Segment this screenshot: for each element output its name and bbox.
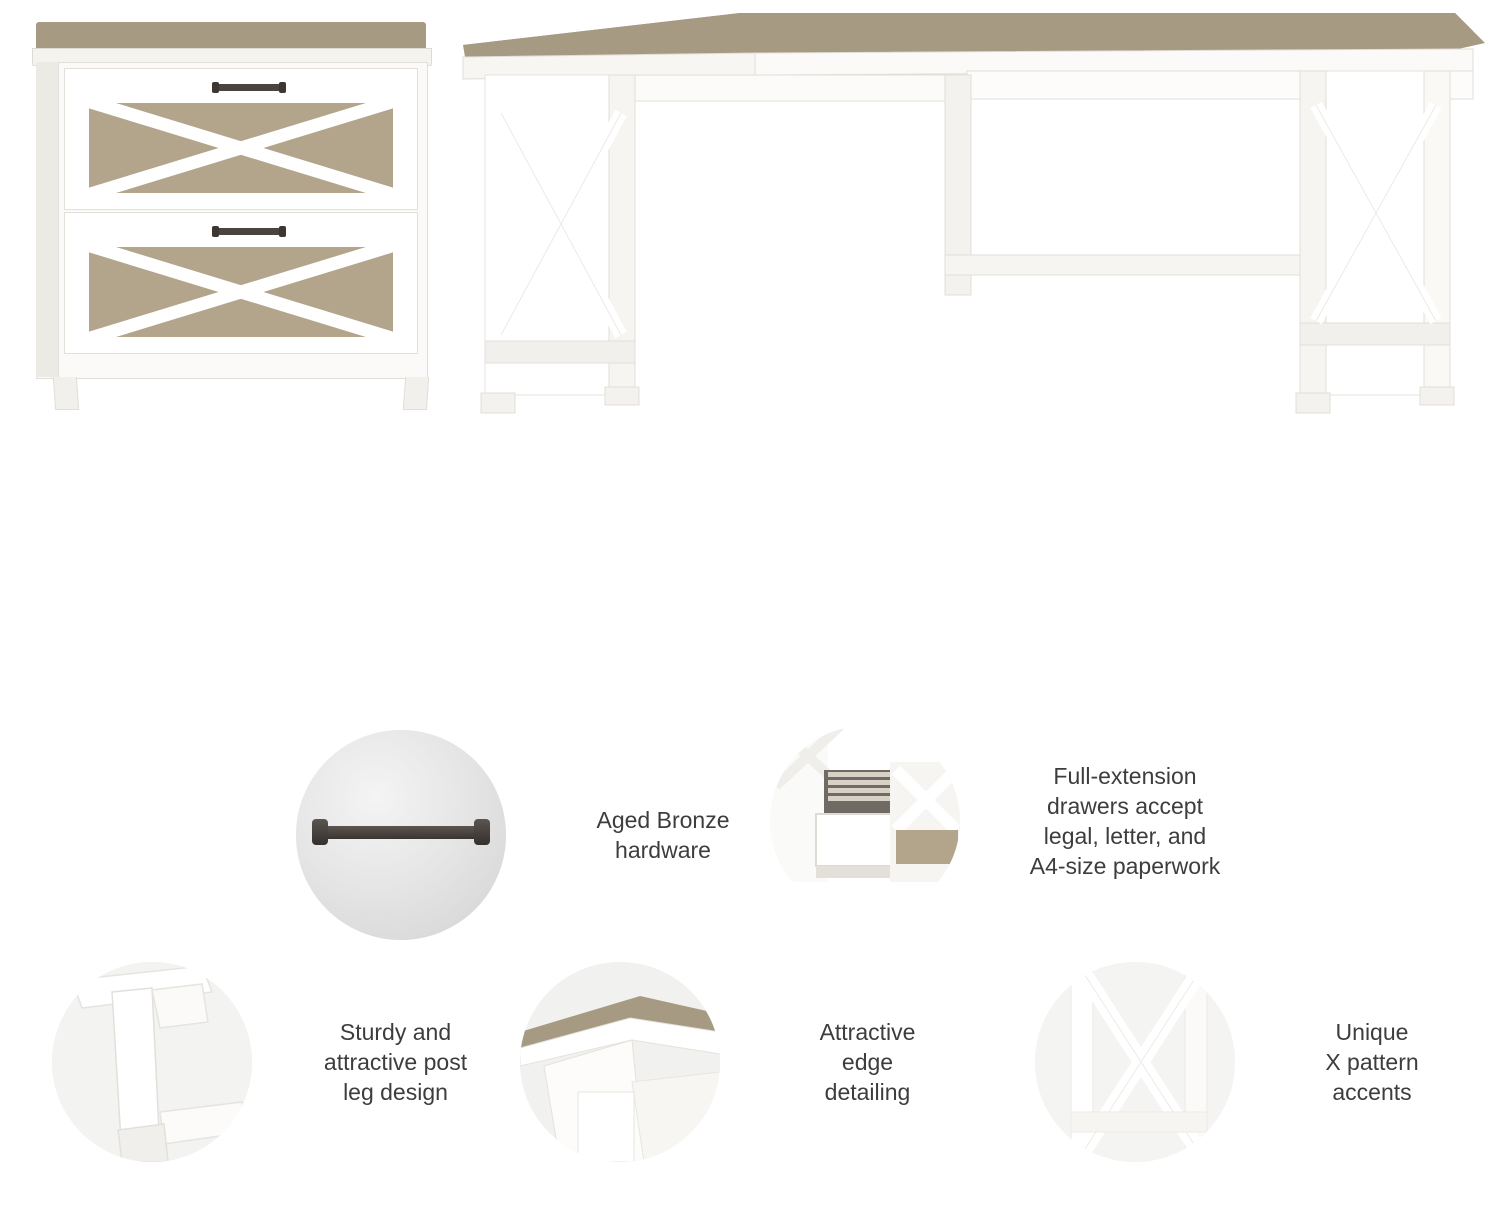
desk-corner-stretcher bbox=[944, 254, 1301, 276]
desk-edge-right bbox=[754, 48, 1474, 76]
desk-leg-icon bbox=[52, 962, 252, 1162]
drawer-pull-handle-icon bbox=[296, 730, 506, 940]
desk-foot-left-back bbox=[604, 386, 640, 406]
desk-foot-left bbox=[480, 392, 516, 414]
desktop-edge-icon bbox=[520, 962, 720, 1162]
desk-drawing bbox=[462, 13, 1485, 414]
x-pattern-outline bbox=[500, 112, 622, 336]
feature-label: Full-extension drawers accept legal, let… bbox=[1029, 763, 1221, 879]
feature-full-extension-drawers: Full-extension drawers accept legal, let… bbox=[770, 726, 1250, 916]
desk-stretcher-right bbox=[1299, 322, 1451, 346]
product-illustration bbox=[0, 0, 1500, 460]
desk-foot-right-back bbox=[1419, 386, 1455, 406]
feature-label: Unique X pattern accents bbox=[1325, 1019, 1419, 1105]
cabinet-leg bbox=[402, 377, 430, 410]
feature-label: Aged Bronze hardware bbox=[596, 807, 730, 863]
cabinet-wood-top bbox=[36, 22, 426, 52]
feature-aged-bronze-hardware: Aged Bronze hardware bbox=[296, 730, 778, 940]
drawer-pull-handle-icon bbox=[212, 82, 286, 93]
x-pattern-icon bbox=[1035, 962, 1235, 1162]
feature-post-leg-design: Sturdy and attractive post leg design bbox=[52, 962, 503, 1162]
x-pattern-outline bbox=[1315, 104, 1437, 322]
lateral-file-cabinet bbox=[18, 16, 438, 416]
desk-wood-top-main bbox=[463, 13, 1473, 57]
cabinet-drawer-top bbox=[64, 68, 418, 210]
cabinet-side-panel bbox=[36, 62, 59, 377]
feature-edge-detailing: Attractive edge detailing bbox=[520, 962, 975, 1162]
feature-label: Sturdy and attractive post leg design bbox=[323, 1019, 468, 1105]
desk-foot-right-front bbox=[1295, 392, 1331, 414]
feature-x-pattern-accents: Unique X pattern accents bbox=[1035, 962, 1467, 1162]
cabinet-leg bbox=[52, 377, 80, 410]
x-pattern-panel bbox=[89, 103, 393, 193]
drawer-pull-handle-icon bbox=[212, 226, 286, 237]
x-pattern-panel bbox=[89, 247, 393, 337]
feature-callouts: Aged Bronze hardware bbox=[0, 700, 1500, 1200]
desk-stretcher-left bbox=[484, 340, 636, 364]
open-file-drawer-icon bbox=[770, 726, 960, 916]
feature-label: Attractive edge detailing bbox=[819, 1019, 916, 1105]
cabinet-drawer-bottom bbox=[64, 212, 418, 354]
l-shaped-desk bbox=[455, 5, 1485, 445]
